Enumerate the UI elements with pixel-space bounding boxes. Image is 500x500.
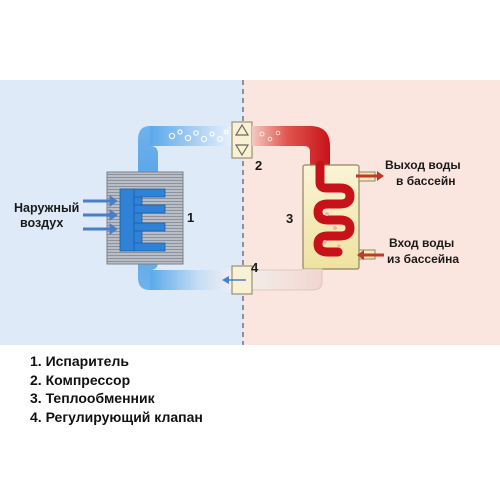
water-in-label-2: из бассейна bbox=[387, 252, 459, 266]
legend-item-heat-exchanger: 3. Теплообменник bbox=[30, 390, 155, 406]
legend-item-compressor: 2. Компрессор bbox=[30, 371, 131, 388]
compressor-arrow-up bbox=[234, 123, 250, 136]
water-out-arrowhead bbox=[377, 171, 384, 181]
water-in-arrowhead bbox=[357, 250, 364, 260]
evaporator-coil bbox=[119, 188, 166, 252]
return-pipe bbox=[251, 268, 323, 291]
air-arrows bbox=[83, 195, 118, 235]
outside-air-label-2: воздух bbox=[20, 216, 63, 230]
water-in-label-1: Вход воды bbox=[389, 236, 454, 250]
compressor-arrow-down bbox=[234, 144, 250, 157]
coil-bubbles bbox=[323, 212, 341, 248]
compressor bbox=[231, 121, 253, 159]
num-valve: 4 bbox=[251, 260, 259, 275]
valve-arrowhead bbox=[222, 276, 229, 284]
outside-air-label-1: Наружный bbox=[14, 201, 79, 215]
hot-pipe bbox=[252, 126, 330, 165]
legend-item-valve: 4. Регулирующий клапан bbox=[30, 408, 203, 425]
exchanger-coil bbox=[313, 160, 355, 257]
legend-item-evaporator: 1. Испаритель bbox=[30, 353, 129, 369]
bottom-pipe-cold bbox=[150, 270, 232, 290]
legend-list: 1. Испаритель 2. Компрессор 3. Теплообме… bbox=[30, 352, 203, 426]
hot-bubbles bbox=[259, 130, 281, 142]
num-exchanger: 3 bbox=[286, 211, 293, 226]
num-compressor: 2 bbox=[255, 158, 262, 173]
water-out-label-1: Выход воды bbox=[385, 158, 461, 172]
water-out-label-2: в бассейн bbox=[396, 174, 455, 188]
refrigerant-bubbles bbox=[168, 129, 229, 143]
num-evaporator: 1 bbox=[187, 210, 194, 225]
warm-zone bbox=[243, 80, 500, 345]
top-pipe-cold bbox=[150, 126, 232, 146]
